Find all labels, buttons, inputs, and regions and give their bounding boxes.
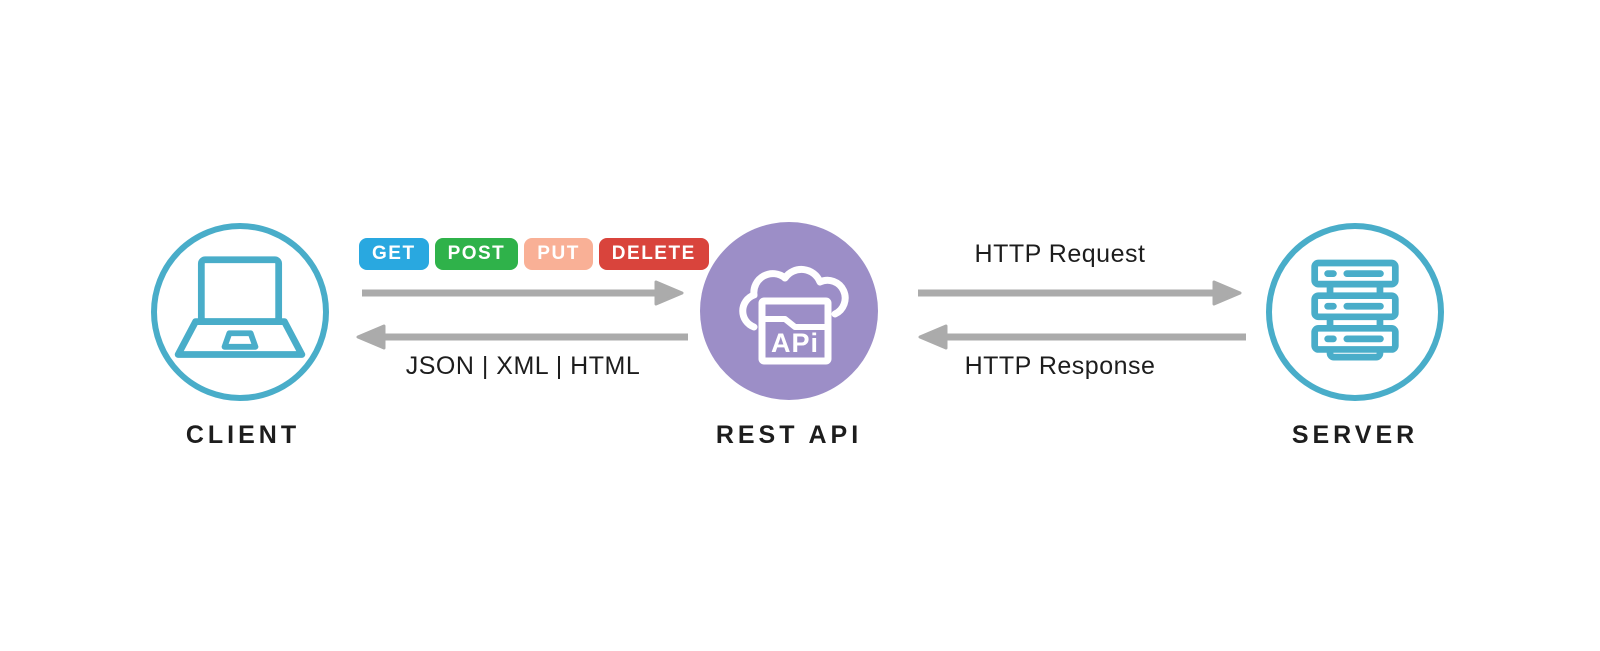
server-led — [1324, 302, 1337, 310]
client-node-circle — [151, 223, 329, 401]
server-slot — [1343, 302, 1384, 310]
server-led — [1324, 270, 1337, 277]
client-response-formats-label: JSON | XML | HTML — [405, 352, 641, 380]
http-request-arrow-head — [1212, 280, 1242, 306]
server-node-circle — [1266, 223, 1444, 401]
laptop-icon — [174, 256, 306, 358]
client-label: CLIENT — [185, 421, 301, 449]
api-cloud-icon: APi — [739, 265, 849, 365]
http-response-arrow-head — [918, 324, 948, 350]
server-led — [1324, 335, 1337, 343]
laptop-touchpad — [221, 330, 259, 350]
server-icon — [1311, 259, 1399, 361]
api-server-arrows — [918, 280, 1246, 350]
response-arrow-head — [356, 324, 386, 350]
server-slot — [1343, 270, 1384, 277]
api-box-divider — [762, 316, 828, 330]
cloud-outline — [739, 265, 849, 331]
server-slot — [1343, 335, 1384, 343]
method-badge-delete: DELETE — [598, 238, 709, 270]
client-api-arrows — [356, 280, 688, 350]
api-icon-text: APi — [771, 328, 819, 358]
method-badge-put: PUT — [524, 238, 593, 270]
rest-api-label: REST API — [715, 421, 863, 449]
method-badge-get: GET — [359, 238, 429, 270]
http-response-label: HTTP Response — [964, 352, 1156, 380]
laptop-screen — [197, 256, 283, 326]
request-arrow-head — [654, 280, 684, 306]
rest-api-node-circle: APi — [700, 222, 878, 400]
http-request-label: HTTP Request — [974, 240, 1146, 268]
method-badge-post: POST — [434, 238, 519, 270]
server-label: SERVER — [1291, 421, 1419, 449]
http-method-badges: GET POST PUT DELETE — [359, 238, 709, 270]
